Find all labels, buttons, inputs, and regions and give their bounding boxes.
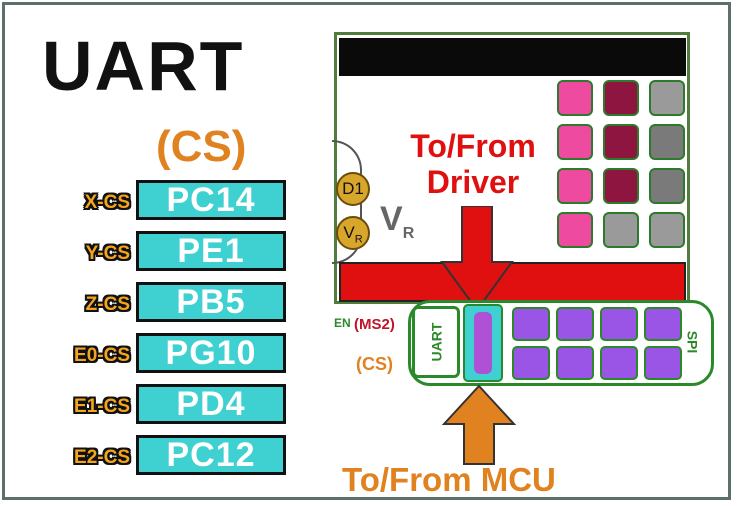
en-label: EN [334,316,351,330]
header-pin [512,346,550,380]
pad-gray [649,124,685,160]
row-label-y-cs: Y-CS [85,243,130,264]
row-label-e0-cs: E0-CS [74,345,130,366]
driver-label-line2: Driver [426,164,520,200]
pin-box-z-cs: PB5 [136,282,286,322]
uart-label-wrap: UART [412,306,460,378]
uart-vertical-label: UART [427,322,444,362]
heatsink-bar [339,38,686,76]
vr-small-label: V [343,223,355,242]
pad-maroon [603,80,639,116]
uart-inner-box [412,306,460,378]
orange-up-arrow [442,384,516,465]
page-title: UART [42,27,245,105]
pin-box-y-cs: PE1 [136,231,286,271]
pad-pink [557,212,593,248]
header-pin [600,346,638,380]
header-pin [556,346,594,380]
cs-small-label: (CS) [356,354,393,374]
pad-gray [649,212,685,248]
vr-small-sub: R [354,233,363,246]
vr-big-sub: R [402,224,415,242]
pad-gray [649,80,685,116]
row-label-e1-cs: E1-CS [74,396,130,417]
row-label-z-cs: Z-CS [85,294,130,315]
pad-gray [603,212,639,248]
cs-header: (CS) [156,122,247,171]
pad-maroon [603,168,639,204]
ms2-label: (MS2) [354,316,395,333]
pin-box-e1-cs: PD4 [136,384,286,424]
vr-big-letter: V [380,200,403,238]
header-pin [556,307,594,341]
pad-pink [557,124,593,160]
driver-label-line1: To/From [410,128,536,164]
row-label-e2-cs: E2-CS [74,447,130,468]
row-label-x-cs: X-CS [84,192,130,213]
pin-box-e0-cs: PG10 [136,333,286,373]
header-pin [644,307,682,341]
vr-big-label: VR [380,200,414,243]
red-down-arrow [440,206,514,312]
pin-box-e2-cs: PC12 [136,435,286,475]
pad-gray [649,168,685,204]
pad-pink [557,80,593,116]
to-from-mcu-label: To/From MCU [342,461,556,498]
header-pin [512,307,550,341]
pin-box-x-cs: PC14 [136,180,286,220]
vr-component: VR [336,216,370,250]
pad-pink [557,168,593,204]
spi-vertical-label: SPI [683,330,700,354]
cs-pin-glow [474,312,492,374]
pad-maroon [603,124,639,160]
to-from-driver-label: To/From Driver [378,128,568,200]
d1-component: D1 [336,172,370,206]
header-pin [644,346,682,380]
header-pin [600,307,638,341]
